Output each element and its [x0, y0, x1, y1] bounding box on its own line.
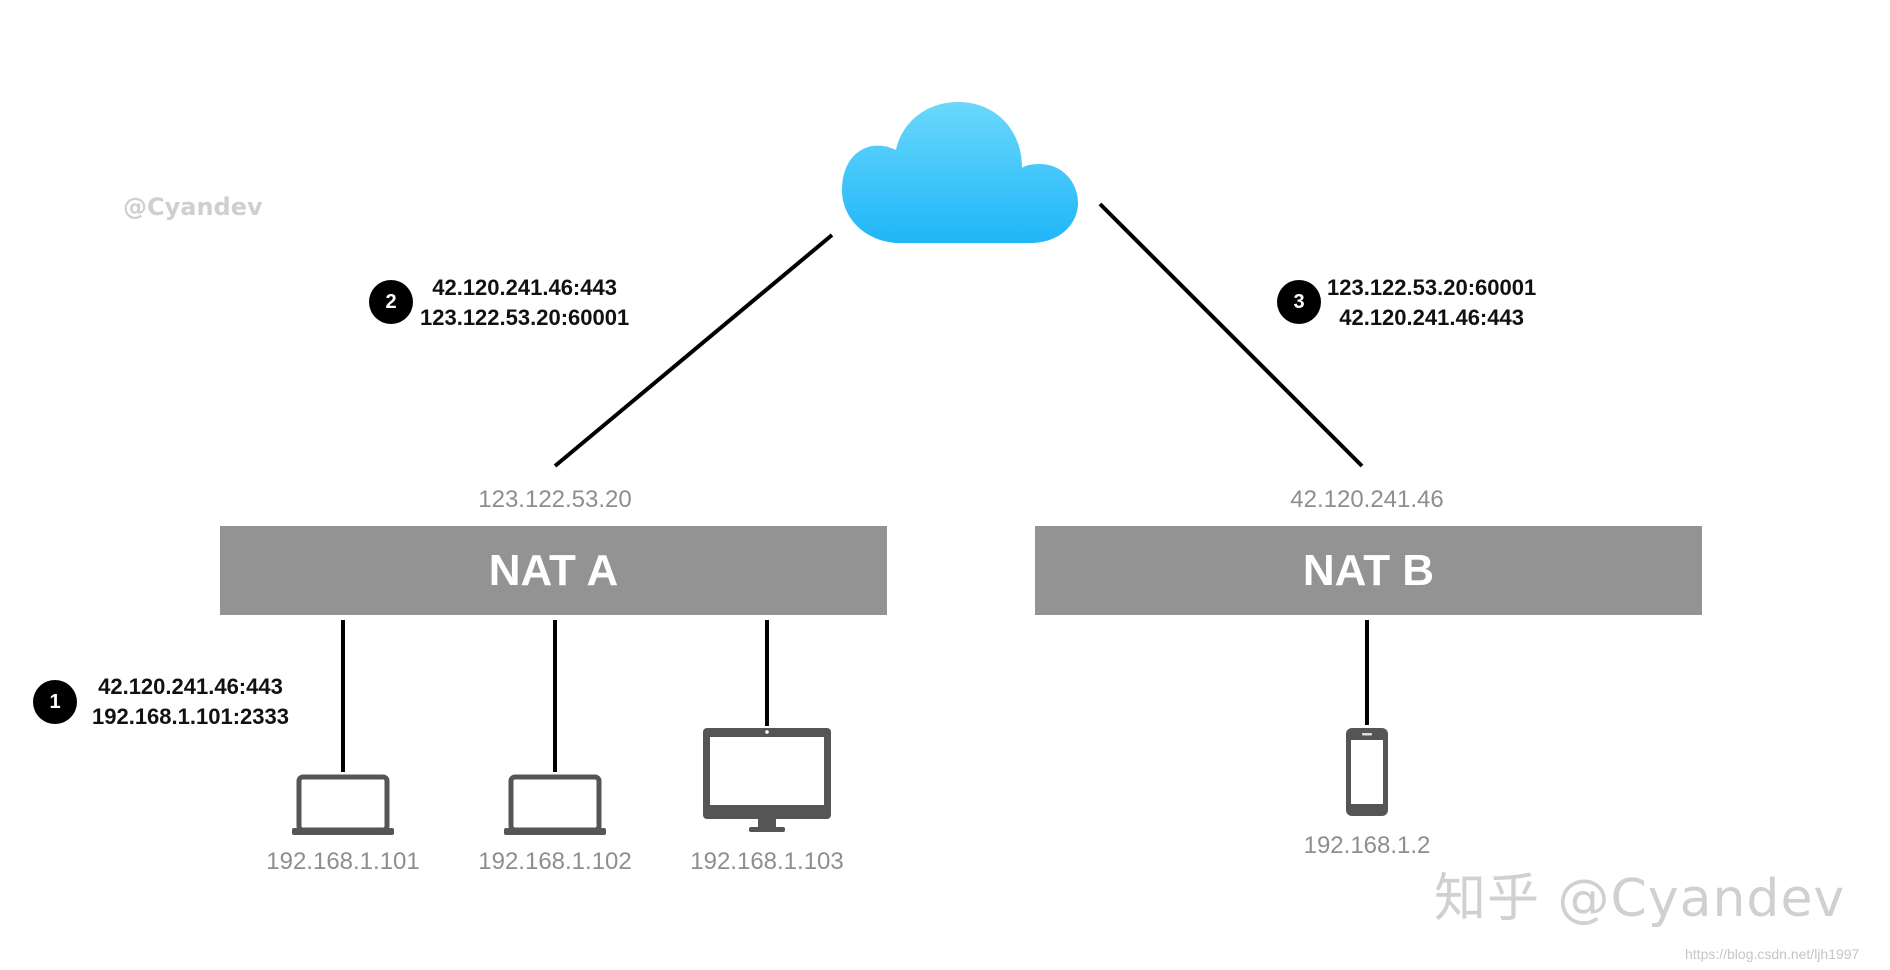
cloud-icon — [842, 102, 1078, 243]
watermark-bottom-right: 知乎 @Cyandev — [1434, 869, 1846, 929]
device-ip-label: 192.168.1.103 — [690, 848, 844, 875]
step-1-number: 1 — [49, 690, 61, 713]
step-1-source: 192.168.1.101:2333 — [92, 704, 289, 729]
laptop-icon — [292, 774, 394, 835]
nat-a-label: NAT A — [488, 545, 619, 595]
step-3-addresses: 123.122.53.20:60001 42.120.241.46:443 — [1327, 273, 1536, 333]
nat-a-public-ip: 123.122.53.20 — [478, 486, 632, 513]
step-3-source: 42.120.241.46:443 — [1339, 305, 1524, 330]
nat-a-box: NAT A — [220, 526, 887, 615]
laptop-icon — [504, 774, 606, 835]
link-nat-a-cloud — [553, 233, 834, 468]
device-ip-label: 192.168.1.102 — [478, 848, 632, 875]
nat-b-public-ip: 42.120.241.46 — [1290, 486, 1444, 513]
step-2-destination: 42.120.241.46:443 — [432, 275, 617, 300]
device-ip-label: 192.168.1.101 — [266, 848, 420, 875]
step-3-badge: 3 — [1277, 280, 1321, 324]
step-2-number: 2 — [385, 290, 397, 313]
step-3-number: 3 — [1293, 290, 1305, 313]
step-3-destination: 123.122.53.20:60001 — [1327, 275, 1537, 300]
step-1-destination: 42.120.241.46:443 — [98, 674, 283, 699]
step-2-badge: 2 — [369, 280, 413, 324]
nat-b-box: NAT B — [1035, 526, 1702, 615]
device-ip-label: 192.168.1.2 — [1303, 832, 1431, 859]
monitor-icon — [703, 728, 831, 832]
phone-icon — [1346, 728, 1388, 816]
step-2-addresses: 42.120.241.46:443 123.122.53.20:60001 — [420, 273, 629, 333]
step-2-source: 123.122.53.20:60001 — [420, 305, 630, 330]
watermark-top-left: @Cyandev — [123, 193, 263, 221]
link-nat-b-cloud — [1098, 202, 1364, 468]
step-1-addresses: 42.120.241.46:443 192.168.1.101:2333 — [92, 672, 289, 732]
nat-b-label: NAT B — [1302, 545, 1435, 595]
watermark-url: https://blog.csdn.net/ljh1997 — [1685, 946, 1860, 962]
step-1-badge: 1 — [33, 680, 77, 724]
